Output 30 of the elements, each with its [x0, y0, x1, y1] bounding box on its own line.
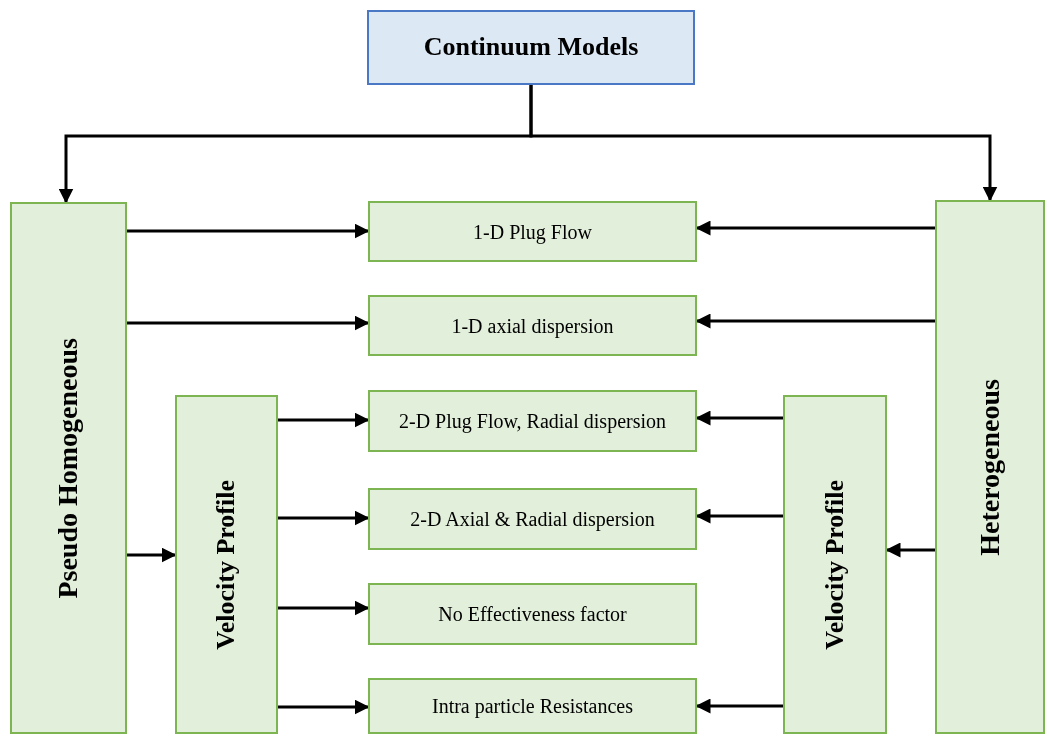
- arrow: [127, 223, 370, 239]
- arrow: [278, 600, 370, 616]
- category-box: [10, 202, 127, 734]
- model-box: [368, 390, 697, 452]
- title-box: [367, 10, 695, 85]
- category-box: [935, 200, 1045, 734]
- model-box: [368, 488, 697, 550]
- arrow: [278, 699, 370, 715]
- arrow: [127, 547, 177, 563]
- box-label: Velocity Profile: [212, 479, 241, 650]
- model-box: [368, 583, 697, 645]
- box-label: Velocity Profile: [820, 479, 850, 650]
- subcategory-box: [175, 395, 278, 734]
- box-label: Intra particle Resistances: [432, 695, 633, 717]
- arrow: [278, 510, 370, 526]
- arrow: [127, 315, 370, 331]
- box-label: 1-D Plug Flow: [473, 220, 592, 243]
- model-box: [368, 678, 697, 734]
- arrow: [529, 85, 998, 202]
- box-label: No Effectiveness factor: [438, 603, 627, 625]
- box-label: 2-D Plug Flow, Radial dispersion: [399, 410, 666, 432]
- subcategory-box: [783, 395, 887, 734]
- box-label: Continuum Models: [423, 33, 639, 62]
- model-box: [368, 201, 697, 262]
- arrow: [278, 412, 370, 428]
- box-label: Pseudo Homogeneous: [53, 337, 84, 599]
- model-box: [368, 295, 697, 356]
- box-label: 1-D axial dispersion: [451, 314, 614, 337]
- box-label: Heterogeneous: [974, 378, 1006, 556]
- box-label: 2-D Axial & Radial dispersion: [410, 508, 655, 530]
